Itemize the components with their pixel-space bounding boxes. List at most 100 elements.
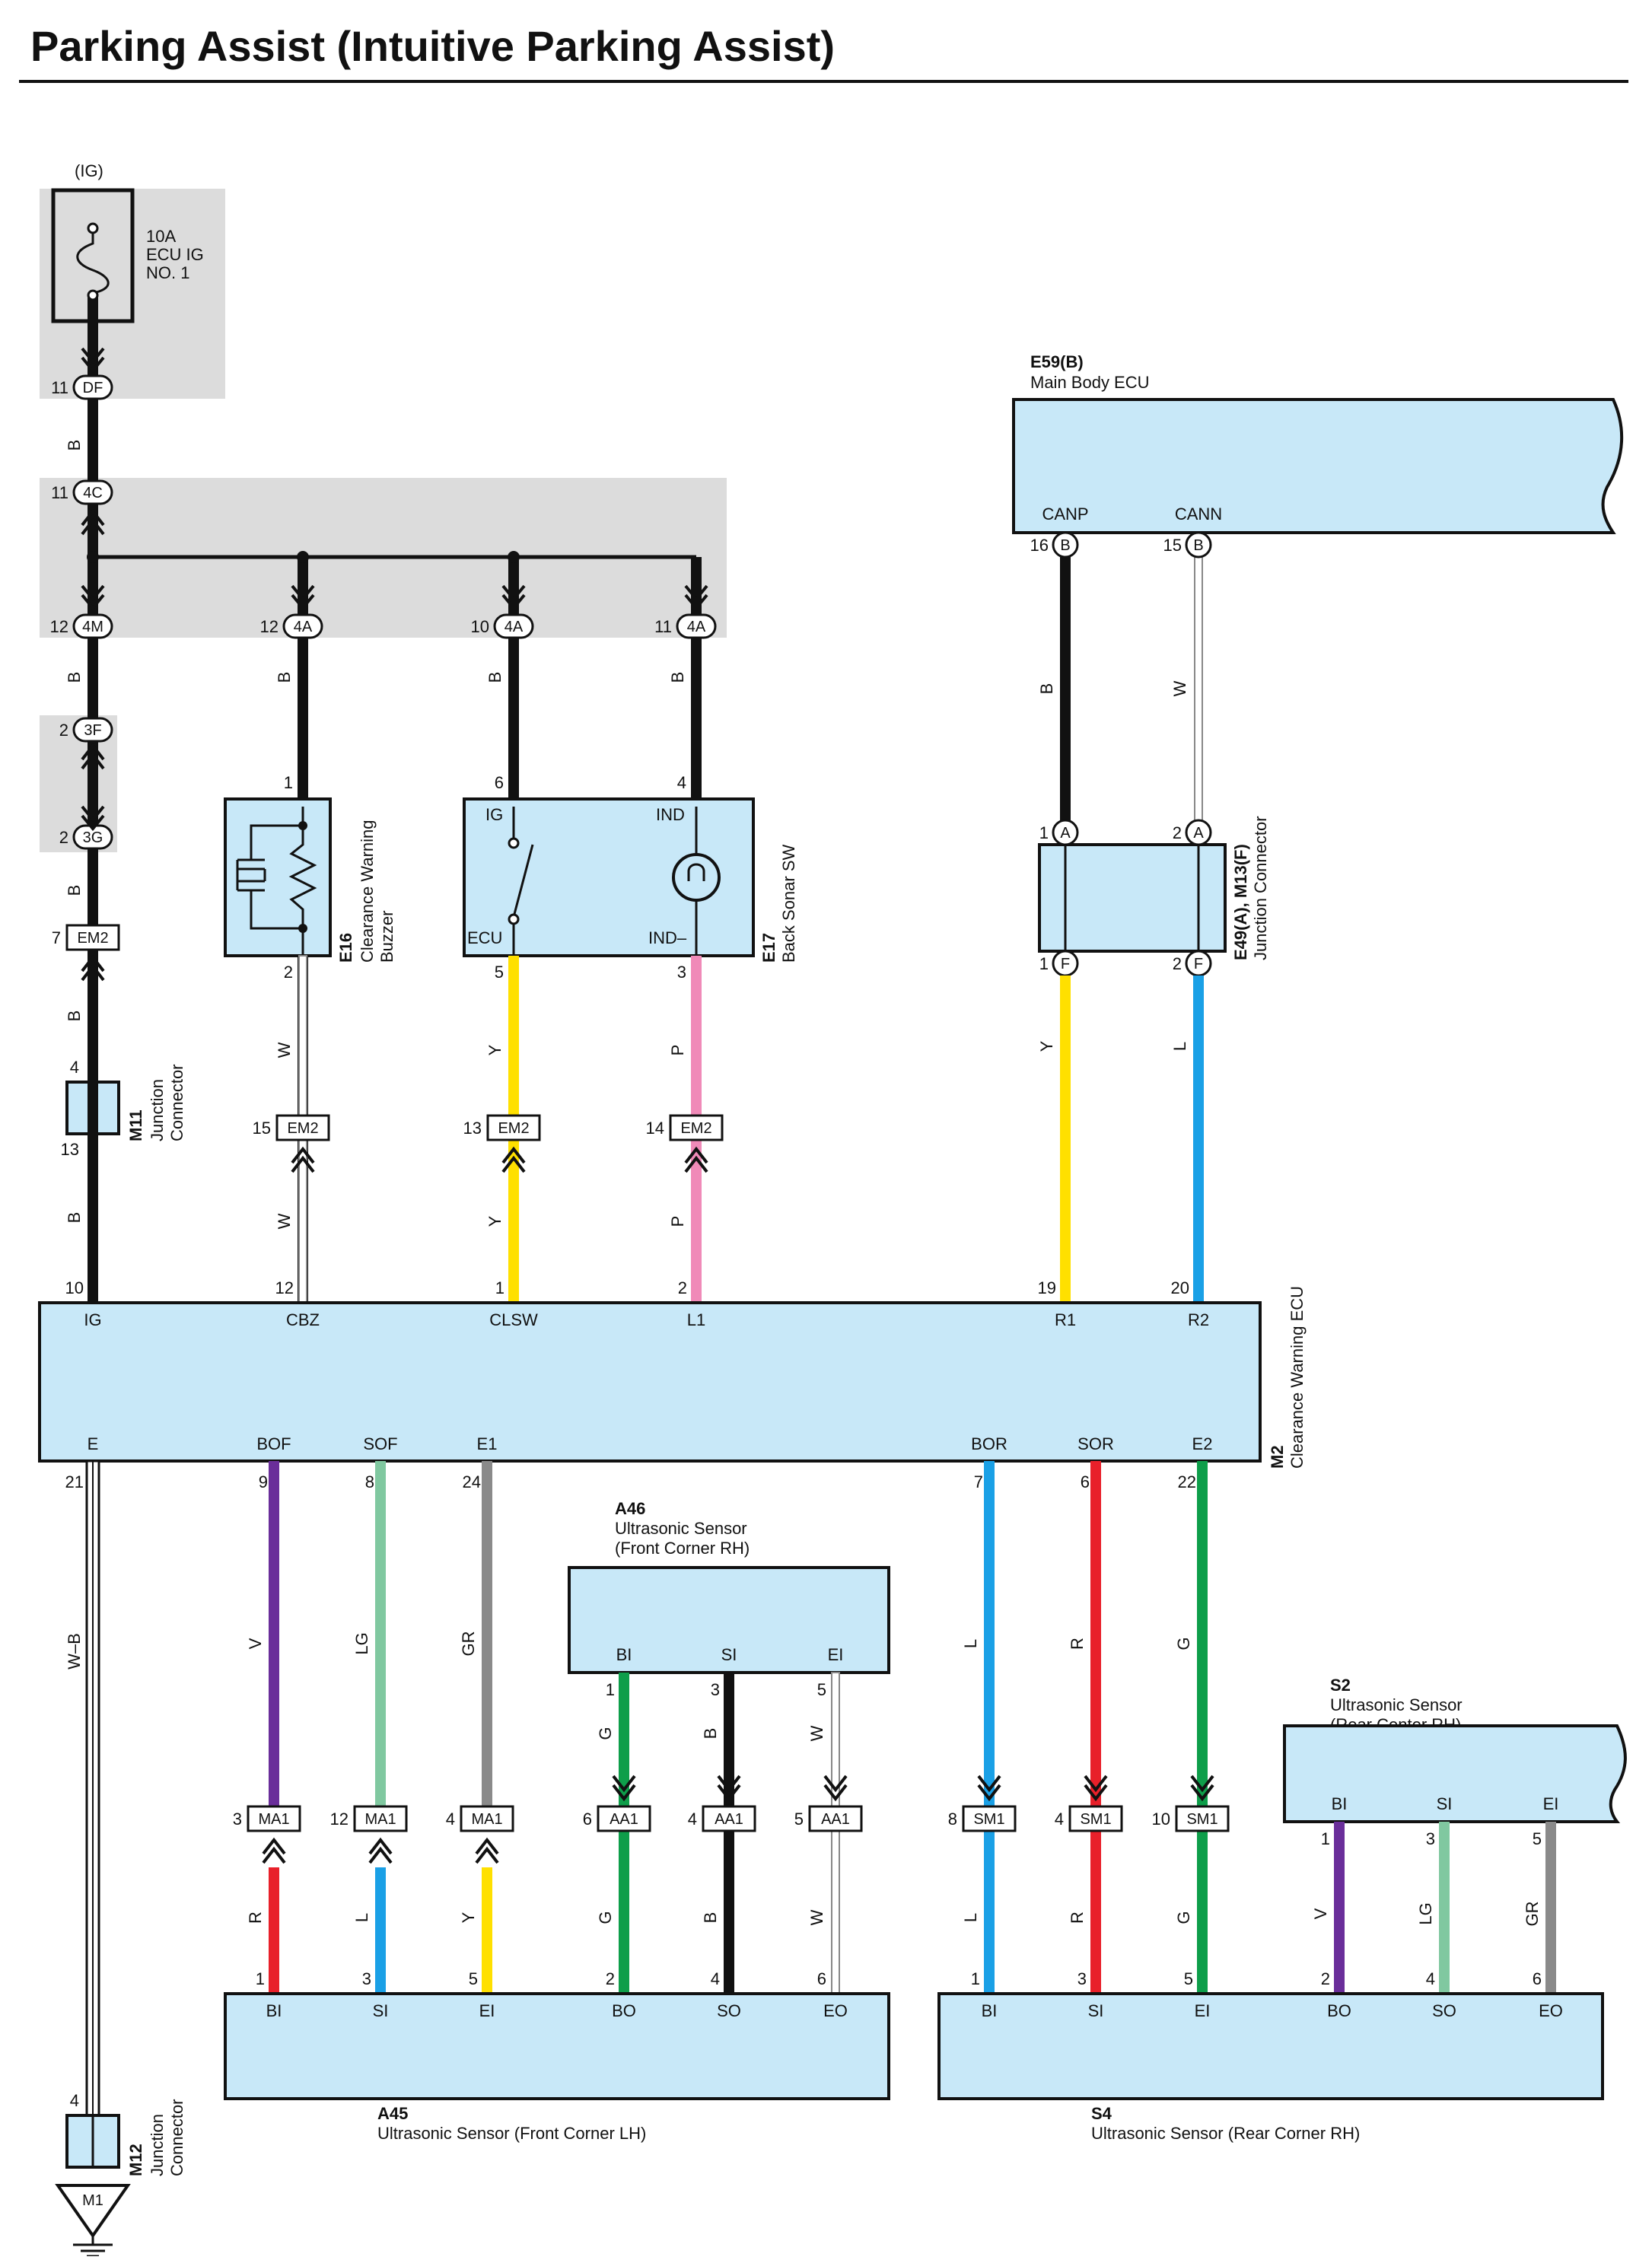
wire-color-p: P xyxy=(668,1216,687,1227)
wire-color-b: B xyxy=(485,672,505,683)
connector-em2-code: EM2 xyxy=(680,1120,711,1137)
connector-4m xyxy=(72,613,113,639)
e16-name1: Clearance Warning xyxy=(358,820,377,963)
connector-sm1-code: SM1 xyxy=(1186,1811,1218,1828)
m2-terminal-bor: BOR xyxy=(971,1434,1007,1453)
m11-name2: Connector xyxy=(167,1064,186,1141)
pin-s4-3: 3 xyxy=(1077,1969,1087,1988)
wire-lg-sof xyxy=(375,1461,386,1816)
wire-w-a46-ei xyxy=(831,1672,840,1994)
wire-r-sor xyxy=(1090,1461,1101,1994)
front-sensor-wiring: V LG GR MA1 3 MA1 12 MA1 4 R L Y xyxy=(233,1461,514,1994)
junction-connector-e49-m13: A 1 A 2 F 1 F 2 E49(A), M13(F) Junction … xyxy=(1038,816,1270,977)
connector-ma1-code: MA1 xyxy=(471,1811,502,1828)
wire-color-b: B xyxy=(275,672,294,683)
m2-name: Clearance Warning ECU xyxy=(1288,1286,1307,1469)
wire-color-w: W xyxy=(1170,680,1189,696)
a45-body xyxy=(224,1992,890,2100)
pin-a46-3: 3 xyxy=(711,1680,720,1699)
pin-a45-3: 3 xyxy=(362,1969,371,1988)
m11-code: M11 xyxy=(126,1109,145,1141)
connector-f-code: F xyxy=(1061,956,1070,972)
connector-df xyxy=(72,374,113,400)
wire-color-gr: GR xyxy=(459,1631,478,1657)
wire-g-a46-bi xyxy=(619,1673,629,1994)
pin-aa1-5: 5 xyxy=(794,1810,804,1829)
wire-color-y: Y xyxy=(1037,1040,1056,1052)
switch-terminal-icon xyxy=(508,913,520,925)
a46-body xyxy=(568,1566,890,1674)
rear-sensor-wiring: L R G SM1 8 SM1 4 SM1 10 L R G xyxy=(948,1461,1230,1994)
wire-color-wb: W–B xyxy=(65,1633,84,1670)
pin-m2-e2: 22 xyxy=(1178,1472,1196,1491)
pin-a45-6: 6 xyxy=(817,1969,826,1988)
connector-3g xyxy=(72,824,113,850)
connector-3f xyxy=(72,717,113,743)
connector-b-code: B xyxy=(1193,537,1203,554)
wire-color-y: Y xyxy=(485,1044,505,1055)
ground-circuit: W–B 4 M12 Junction Connector M1 xyxy=(55,1459,186,2258)
connector-em2-code: EM2 xyxy=(287,1120,318,1137)
wire-color-r: R xyxy=(1068,1911,1087,1924)
e59-name: Main Body ECU xyxy=(1030,373,1150,392)
s2-pin-bi: BI xyxy=(1332,1794,1348,1813)
switch-terminal-icon xyxy=(508,837,520,849)
pin-4a: 12 xyxy=(260,617,279,636)
can-wires: B 16 B 15 B W xyxy=(1030,531,1212,833)
switch-contact-icon xyxy=(512,807,534,956)
connector-b xyxy=(1052,531,1079,559)
pin-m2-sor: 6 xyxy=(1081,1472,1090,1491)
splice-dot xyxy=(297,551,309,563)
wire-color-gr: GR xyxy=(1523,1902,1542,1927)
splice-dot xyxy=(87,551,99,563)
connector-sm1 xyxy=(962,1805,1017,1832)
pin-m2-clsw: 1 xyxy=(495,1278,505,1297)
indicator-lamp-icon xyxy=(672,853,721,902)
arrow-up-icon xyxy=(81,508,105,536)
e59-pin-canp: CANP xyxy=(1042,505,1088,524)
connector-aa1 xyxy=(702,1805,756,1832)
wire-v-s2-bi xyxy=(1334,1822,1345,1994)
s2-pin-si: SI xyxy=(1437,1794,1453,1813)
connector-a-code: A xyxy=(1193,825,1204,842)
e17-pin-ecu: ECU xyxy=(467,928,502,947)
wire-color-b: B xyxy=(65,1212,84,1224)
m2-terminal-clsw: CLSW xyxy=(489,1310,538,1329)
pin-e17-6: 6 xyxy=(495,773,504,792)
connector-em2 xyxy=(486,1114,541,1141)
ground-point-code: M1 xyxy=(82,2192,103,2209)
s4-pin-bi: BI xyxy=(982,2001,998,2020)
arrow-down-icon xyxy=(501,584,526,611)
wire-color-lg: LG xyxy=(352,1632,371,1654)
pin-sm1-10: 10 xyxy=(1152,1810,1170,1829)
wires-clsw-l1: EM2 13 EM2 14 Y Y P P xyxy=(463,956,724,1303)
buzzer-e16: 1 2 E16 Clearance Warning Buzzer xyxy=(224,773,396,982)
wire-color-r: R xyxy=(246,1911,265,1924)
pin-4a: 11 xyxy=(654,617,672,636)
s4-pin-bo: BO xyxy=(1327,2001,1351,2020)
main-body-ecu-e59: E59(B) Main Body ECU CANP CANN xyxy=(1012,352,1624,534)
m2-terminal-ig: IG xyxy=(84,1310,101,1329)
lamp-filament-icon xyxy=(687,863,705,881)
arrow-up-icon xyxy=(262,1837,499,1864)
fuse-housing xyxy=(51,188,135,323)
arrow-down-icon xyxy=(81,347,105,374)
pin-df: 11 xyxy=(51,378,68,397)
e49-body xyxy=(1038,843,1227,953)
a46-pin-si: SI xyxy=(721,1645,737,1664)
a45-pin-eo: EO xyxy=(823,2001,848,2020)
pin-m2-sof: 8 xyxy=(365,1472,374,1491)
fuse-terminal-icon xyxy=(87,289,99,301)
connector-3g-code: 3G xyxy=(83,829,103,846)
pin-m2-l1: 2 xyxy=(678,1278,687,1297)
s4-code: S4 xyxy=(1091,2104,1112,2123)
e17-pin-ind-minus: IND– xyxy=(648,928,687,947)
fuse-name-line2: NO. 1 xyxy=(146,263,189,282)
pin-s4-5: 5 xyxy=(1184,1969,1193,1988)
pin-ma1-12: 12 xyxy=(330,1810,349,1829)
e17-pin-ind: IND xyxy=(656,805,685,824)
s2-code: S2 xyxy=(1330,1676,1351,1695)
m2-terminal-e: E xyxy=(88,1434,99,1453)
wire-y-a45-ei xyxy=(482,1867,492,1994)
pin-3g: 2 xyxy=(59,828,68,847)
